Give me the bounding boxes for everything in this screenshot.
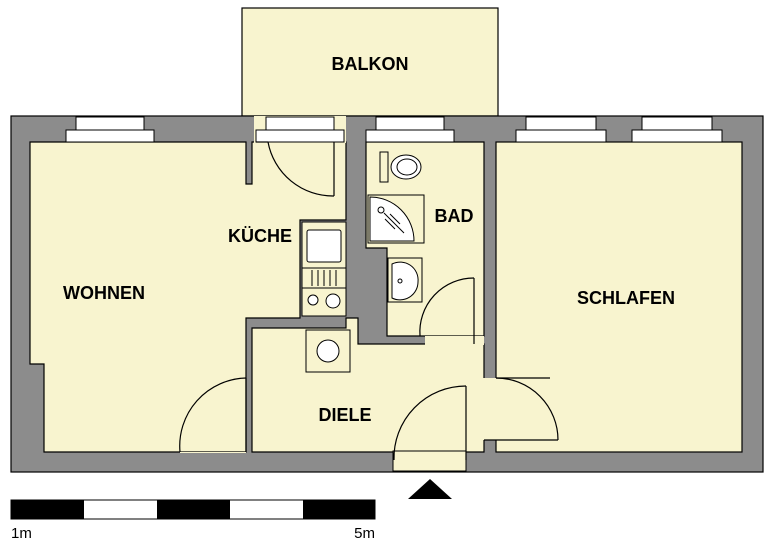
- arrow-up-icon: [408, 479, 452, 499]
- window-kueche-sill: [265, 116, 335, 131]
- scale-bar: [10, 499, 376, 520]
- window-wohnen: [65, 129, 155, 143]
- shower-spray-lines: [383, 212, 405, 234]
- window-schlafen-right: [631, 129, 723, 143]
- room-schlafen-floor: [495, 141, 743, 453]
- stove-burner-left: [307, 294, 319, 306]
- room-label-diele: DIELE: [318, 405, 371, 425]
- door-opening-schlafen: [483, 378, 497, 440]
- windows: [65, 116, 723, 143]
- room-label-bad: BAD: [435, 206, 474, 226]
- doors: [179, 141, 559, 461]
- washing-machine-drum: [316, 339, 340, 363]
- kitchen-fixtures: [301, 221, 351, 373]
- bath-fixtures: [367, 151, 425, 303]
- balcony-area: [241, 7, 499, 117]
- door-opening-bad: [425, 336, 484, 345]
- stove-burner-right: [325, 293, 341, 309]
- scale-label-end: 5m: [354, 525, 375, 542]
- room-label-kueche: KÜCHE: [228, 226, 292, 246]
- window-schlafen-left: [515, 129, 607, 143]
- window-bad-sill: [375, 116, 445, 131]
- window-kueche: [255, 129, 345, 143]
- room-label-balkon: BALKON: [332, 54, 409, 74]
- dish-rack-lines: [311, 270, 337, 286]
- room-label-schlafen: SCHLAFEN: [577, 288, 675, 308]
- scale-segment: [303, 500, 375, 519]
- door-opening-wohnen: [180, 452, 246, 453]
- washbasin: [391, 261, 419, 301]
- scale-segment: [157, 500, 230, 519]
- toilet-seat: [396, 158, 418, 176]
- shower-drain: [377, 206, 385, 214]
- scale-label-start: 1m: [11, 525, 32, 542]
- door-swing-wohnen: [179, 377, 247, 453]
- door-swing-schlafen: [495, 377, 559, 441]
- window-schlafen-left-sill: [525, 116, 597, 131]
- window-schlafen-right-sill: [641, 116, 713, 131]
- sink-basin: [306, 229, 342, 263]
- window-bad: [365, 129, 455, 143]
- washbasin-tap: [397, 278, 403, 284]
- door-swing-entrance: [393, 385, 467, 461]
- door-swing-bad: [419, 277, 475, 337]
- room-label-wohnen: WOHNEN: [63, 283, 145, 303]
- door-swing-kitchen-balcony: [267, 141, 335, 197]
- toilet-tank: [379, 151, 389, 183]
- window-wohnen-sill: [75, 116, 145, 131]
- door-opening-entrance: [392, 450, 467, 472]
- scale-segment: [11, 500, 84, 519]
- room-wohnen-floor: [29, 141, 347, 453]
